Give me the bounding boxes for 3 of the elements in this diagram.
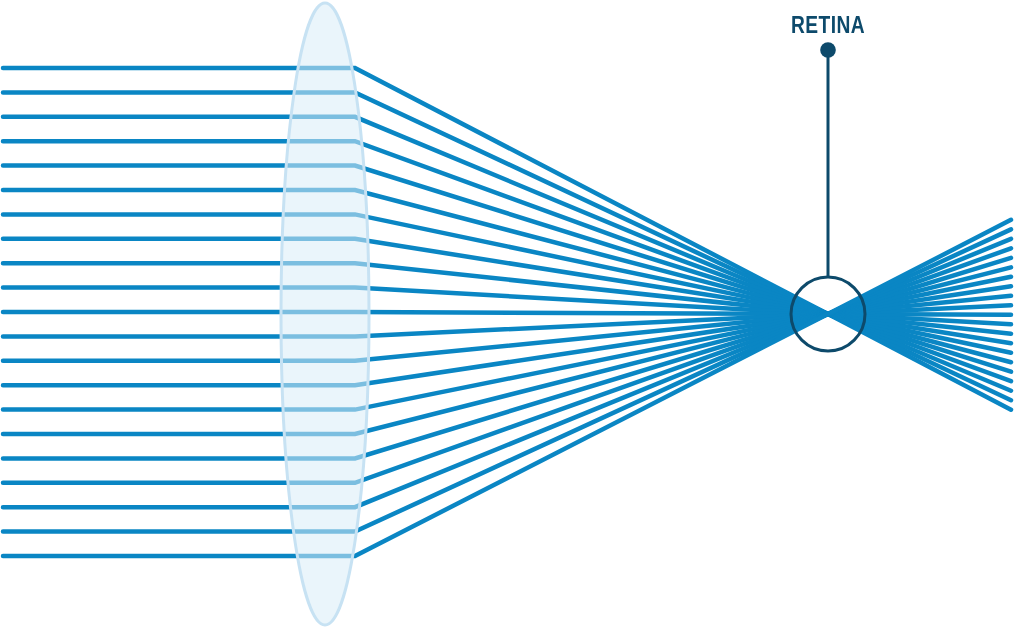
focal-point-circle [789, 275, 867, 353]
retina-label: RETINA [790, 10, 866, 40]
leader-line [820, 42, 836, 277]
